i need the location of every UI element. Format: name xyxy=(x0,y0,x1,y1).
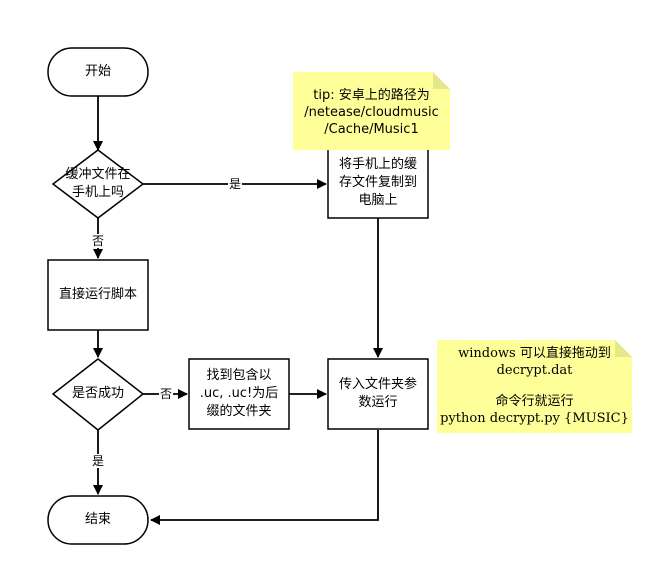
start-node-shape xyxy=(47,47,149,97)
edge-label-success-no: 否 xyxy=(159,387,174,401)
edge-pass-to-end xyxy=(150,430,379,525)
cache-decision-shape xyxy=(51,149,145,219)
windows-note-shape xyxy=(437,340,632,433)
run-script-shape xyxy=(47,259,149,331)
run-script-label: 直接运行脚本 xyxy=(58,287,137,302)
edge-label-cache-no: 否 xyxy=(91,234,106,248)
edge-label-success-yes: 是 xyxy=(91,454,106,468)
tip-note-shape xyxy=(293,72,450,150)
cache-decision-label: 缓冲文件在 手机上吗 xyxy=(65,167,131,200)
pass-folder-shape xyxy=(327,358,429,430)
windows-note-text-1: windows 可以直接拖动到 decrypt.dat xyxy=(458,346,611,378)
copy-to-pc-shape xyxy=(327,147,429,219)
start-node-label: 开始 xyxy=(84,64,111,79)
find-folder-shape xyxy=(188,358,290,430)
edge-label-cache-yes: 是 xyxy=(228,177,243,191)
copy-to-pc-label: 将手机上的缓 存文件复制到 电脑上 xyxy=(338,157,417,208)
success-decision-label: 是否成功 xyxy=(71,386,124,401)
success-decision-shape xyxy=(51,358,145,431)
pass-folder-label: 传入文件夹参 数运行 xyxy=(338,377,417,410)
end-node-label: 结束 xyxy=(84,512,111,527)
end-node-shape xyxy=(47,495,149,545)
find-folder-label: 找到包含以 .uc, .uc!为后 缀的文件夹 xyxy=(199,368,279,419)
windows-note-text-2: 命令行就运行 python decrypt.py {MUSIC} xyxy=(440,394,629,426)
tip-note-text: tip: 安卓上的路径为 /netease/cloudmusic /Cache/… xyxy=(304,87,439,137)
